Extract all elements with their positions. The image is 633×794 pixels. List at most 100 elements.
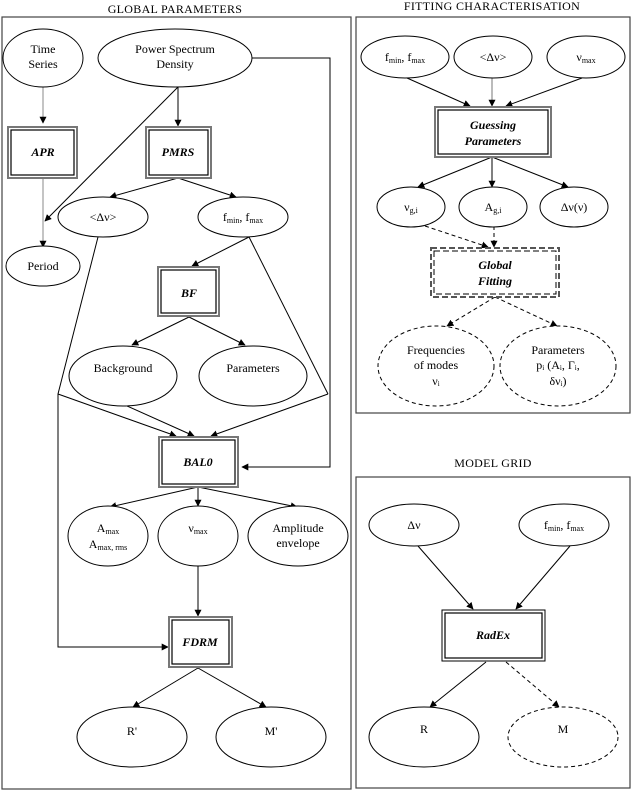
node-label: Δν (407, 518, 421, 532)
node-time-series[interactable]: Time Series (2, 28, 84, 88)
edge-nugi-global-fitting (424, 225, 489, 249)
node-period[interactable]: Period (5, 245, 81, 287)
box-fdrm[interactable]: FDRM (168, 616, 233, 668)
node-label: Power Spectrum (135, 42, 215, 56)
node-label: νᵢ (432, 374, 439, 388)
edge-global-fitting-parameters (494, 296, 558, 327)
node-mean-large-separation[interactable]: <Δν> (57, 196, 149, 238)
node-label: fmin, fmax (385, 50, 425, 65)
box-pmrs[interactable]: PMRS (145, 126, 212, 179)
edge-fminmax-bf (191, 236, 250, 267)
node-label: νmax (576, 50, 595, 65)
node-label: envelope (276, 536, 319, 550)
node-m-prime[interactable]: M' (215, 706, 327, 768)
node-mode-parameters[interactable]: Parameters pᵢ (Aᵢ, Γᵢ, δνᵢ) (499, 325, 617, 407)
node-r-prime[interactable]: R' (76, 706, 188, 768)
edges-global (39, 57, 331, 708)
node-label: Amax (97, 521, 119, 536)
node-a-gi[interactable]: Ag,i (458, 186, 528, 228)
edges-fitting (406, 77, 583, 327)
box-bal0[interactable]: BAL0 (158, 436, 239, 488)
edges-model (417, 545, 571, 708)
node-label: Δν(ν) (561, 200, 588, 214)
node-label: M (558, 722, 569, 736)
box-guessing-parameters[interactable]: Guessing Parameters (434, 106, 552, 158)
box-apr[interactable]: APR (7, 126, 78, 179)
node-label: Amplitude (272, 521, 323, 535)
edge-dnu-fdrm (57, 236, 169, 651)
node-numax[interactable]: νmax (157, 505, 239, 567)
box-label: BF (180, 286, 197, 300)
node-power-spectrum-density[interactable]: Power Spectrum Density (97, 28, 253, 88)
edge-pmrs-dnu (109, 177, 179, 199)
node-label: Period (27, 259, 58, 273)
node-fmin-fmax[interactable]: fmin, fmax (197, 196, 289, 238)
node-mean-large-separation-fit[interactable]: <Δν> (453, 35, 533, 79)
node-m[interactable]: M (507, 706, 619, 768)
panel-fitting-characterisation: FITTING CHARACTERISATION fmin, fmax <Δν>… (355, 0, 631, 414)
panel-frame-fitting (355, 16, 631, 414)
edge-bal0-amax (109, 486, 199, 510)
node-label: νmax (188, 521, 207, 536)
node-parameters[interactable]: Parameters (198, 345, 308, 407)
edge-guessing-nugi (417, 156, 493, 188)
node-label: Background (94, 361, 153, 375)
box-global-fitting[interactable]: Global Fitting (430, 247, 560, 298)
box-label: RadEx (475, 628, 510, 642)
node-label: M' (265, 724, 278, 738)
edge-fdrm-m (197, 667, 267, 708)
node-dnu-of-nu[interactable]: Δν(ν) (539, 186, 609, 228)
edge-dnu-bal0 (57, 393, 177, 438)
edge-guessing-dnunu (491, 156, 569, 188)
node-label: Time (31, 42, 56, 56)
node-amax[interactable]: Amax Amax, rms (67, 505, 149, 567)
node-label: <Δν> (480, 50, 507, 64)
edge-background-bal0 (126, 405, 195, 437)
edge-fminmax-guessing (406, 77, 471, 107)
node-label: δνᵢ) (549, 374, 566, 388)
node-label: Amax, rms (89, 537, 127, 552)
node-label: <Δν> (90, 210, 117, 224)
node-label: fmin, fmax (223, 210, 263, 225)
panel-model-grid: MODEL GRID Δν fmin, fmax RadEx R M (355, 456, 631, 789)
edge-radex-m (505, 661, 560, 708)
node-label: of modes (414, 358, 459, 372)
edge-fminmax-bal0 (210, 393, 329, 438)
panel-title-model: MODEL GRID (454, 456, 532, 470)
node-label: νg,i (404, 200, 418, 215)
node-label: Series (28, 57, 58, 71)
box-label: Guessing (470, 118, 516, 132)
node-amplitude-envelope[interactable]: Amplitude envelope (247, 505, 349, 567)
edge-bal0-amplitude (197, 486, 298, 510)
node-dnu-model[interactable]: Δν (368, 503, 460, 547)
node-nu-gi[interactable]: νg,i (376, 186, 446, 228)
node-label: fmin, fmax (544, 518, 584, 533)
box-radex[interactable]: RadEx (441, 609, 546, 662)
panel-title-fitting: FITTING CHARACTERISATION (404, 0, 580, 13)
edge-radex-r (429, 661, 487, 708)
panel-frame-global (1, 16, 352, 790)
box-label: APR (30, 145, 54, 159)
node-frequencies-of-modes[interactable]: Frequencies of modes νᵢ (377, 325, 495, 407)
edge-pmrs-fminmax (177, 177, 237, 199)
box-label: PMRS (162, 145, 195, 159)
node-label: R' (127, 724, 137, 738)
node-background[interactable]: Background (68, 345, 178, 407)
edge-dnu-radex (417, 545, 474, 610)
box-bf[interactable]: BF (157, 266, 220, 317)
box-label: Parameters (465, 134, 522, 148)
edge-psd-bal0 (241, 57, 331, 471)
edge-fdrm-r (132, 667, 199, 708)
node-fmin-fmax-fit[interactable]: fmin, fmax (360, 35, 450, 79)
edge-fminmax-side (248, 236, 329, 395)
edge-numax-guessing (505, 77, 583, 108)
panel-global-parameters: GLOBAL PARAMETERS (1, 2, 352, 790)
edge-psd-period (44, 86, 179, 222)
box-label: FDRM (181, 635, 218, 649)
node-fmin-fmax-model[interactable]: fmin, fmax (518, 503, 610, 547)
panel-title-global: GLOBAL PARAMETERS (108, 2, 243, 16)
node-r[interactable]: R (368, 706, 480, 768)
node-label: pᵢ (Aᵢ, Γᵢ, (536, 358, 580, 372)
node-numax-fit[interactable]: νmax (546, 35, 626, 79)
